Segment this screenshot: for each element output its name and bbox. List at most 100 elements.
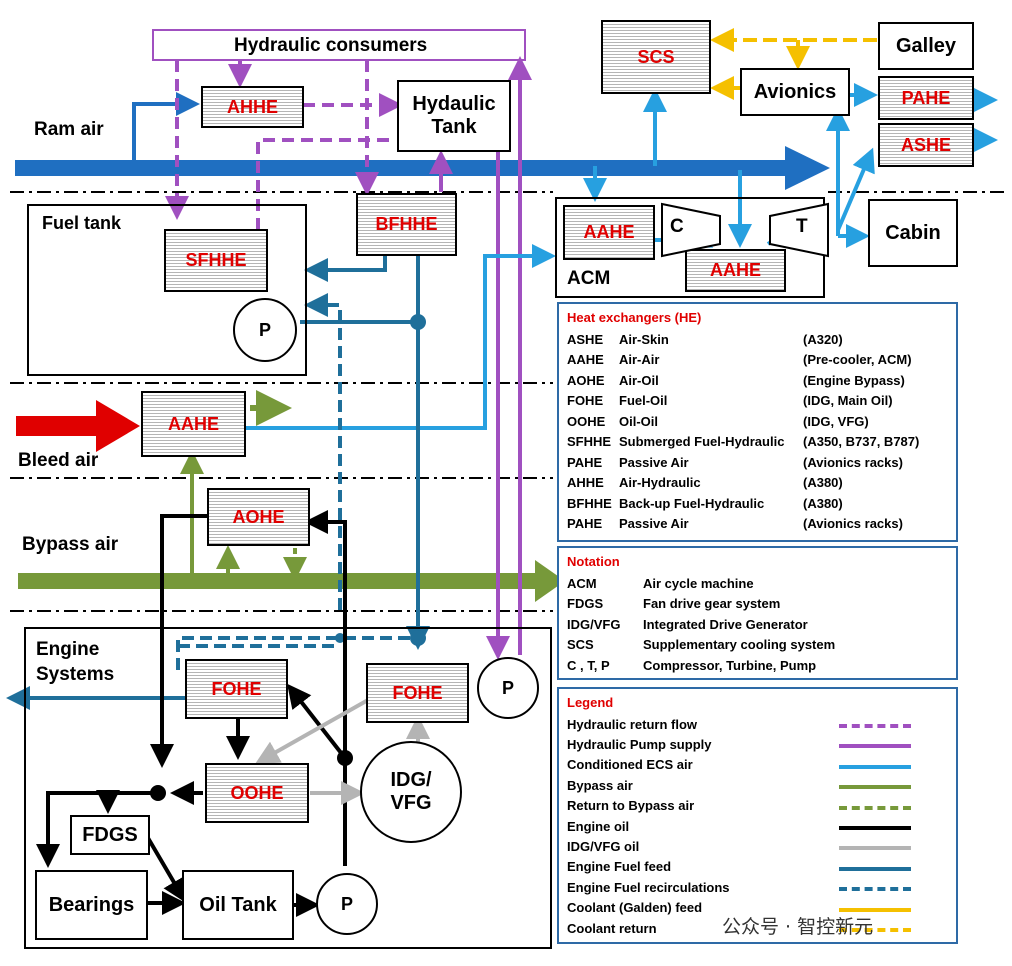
he-note: (A380) bbox=[803, 475, 843, 491]
he-name: Air-Air bbox=[619, 352, 660, 368]
hydraulic-tank: Hydaulic Tank bbox=[397, 80, 511, 152]
legend-row: Engine Fuel recirculations bbox=[559, 877, 956, 897]
legend-line-swatch bbox=[839, 846, 911, 851]
pahe-heat-exchanger: PAHE bbox=[878, 76, 974, 120]
legend-label: Engine oil bbox=[567, 818, 630, 834]
he-note: (A350, B737, B787) bbox=[803, 434, 920, 450]
ram-air-label: Ram air bbox=[34, 119, 104, 140]
notation-desc: Supplementary cooling system bbox=[643, 637, 836, 653]
fuel-tank-zone bbox=[27, 204, 307, 376]
he-code: PAHE bbox=[567, 516, 603, 532]
notation-desc: Compressor, Turbine, Pump bbox=[643, 657, 817, 673]
fohe-right: FOHE bbox=[366, 663, 469, 723]
fdgs-box: FDGS bbox=[70, 815, 150, 855]
notation-desc: Integrated Drive Generator bbox=[643, 616, 808, 632]
bearings-box: Bearings bbox=[35, 870, 148, 940]
aahe-acm-left: AAHE bbox=[563, 205, 655, 260]
scs-heat-exchanger: SCS bbox=[601, 20, 711, 94]
sfhhe-heat-exchanger: SFHHE bbox=[164, 229, 268, 292]
fuel-tank-pump: P bbox=[233, 298, 297, 362]
compressor-shape bbox=[661, 202, 721, 258]
he-name: Air-Skin bbox=[619, 331, 669, 347]
legend-row: Coolant (Galden) feed bbox=[559, 898, 956, 918]
he-name: Back-up Fuel-Hydraulic bbox=[619, 495, 765, 511]
engine-systems-zone bbox=[24, 627, 552, 949]
legend-label: Bypass air bbox=[567, 777, 633, 793]
aahe-bleed: AAHE bbox=[141, 391, 246, 457]
notation-desc: Fan drive gear system bbox=[643, 596, 781, 612]
he-code: BFHHE bbox=[567, 495, 612, 511]
he-note: (Avionics racks) bbox=[803, 454, 903, 470]
ahhe-heat-exchanger: AHHE bbox=[201, 86, 304, 128]
he-row: PAHE Passive Air (Avionics racks) bbox=[559, 452, 956, 473]
legend-line-swatch bbox=[839, 744, 911, 749]
legend-row: Bypass air bbox=[559, 775, 956, 795]
galley-box: Galley bbox=[878, 22, 974, 70]
legend-label: Hydraulic return flow bbox=[567, 716, 698, 732]
legend-row: IDG/VFG oil bbox=[559, 836, 956, 856]
he-name: Fuel-Oil bbox=[619, 393, 668, 409]
bleed-air-label: Bleed air bbox=[18, 450, 99, 471]
he-note: (IDG, Main Oil) bbox=[803, 393, 893, 409]
he-code: FOHE bbox=[567, 393, 604, 409]
fohe-left: FOHE bbox=[185, 659, 288, 719]
compressor-label: C bbox=[670, 216, 684, 237]
fuel-tank-label: Fuel tank bbox=[42, 213, 122, 233]
he-name: Air-Hydraulic bbox=[619, 475, 701, 491]
notation-desc: Air cycle machine bbox=[643, 575, 754, 591]
legend-row: Return to Bypass air bbox=[559, 796, 956, 816]
legend-line-swatch bbox=[839, 927, 911, 932]
he-note: (Engine Bypass) bbox=[803, 372, 905, 388]
legend-label: Engine Fuel recirculations bbox=[567, 879, 730, 895]
notation-code: FDGS bbox=[567, 596, 604, 612]
he-note: (Pre-cooler, ACM) bbox=[803, 352, 912, 368]
oohe-heat-exchanger: OOHE bbox=[205, 763, 309, 823]
legend-line-swatch bbox=[839, 724, 911, 728]
notation-code: ACM bbox=[567, 575, 597, 591]
legend-label: Engine Fuel feed bbox=[567, 859, 672, 875]
legend-label: Coolant return bbox=[567, 920, 657, 936]
notation-code: IDG/VFG bbox=[567, 616, 621, 632]
idg-vfg-circle: IDG/ VFG bbox=[360, 741, 462, 843]
legend-row: Hydraulic return flow bbox=[559, 714, 956, 734]
he-code: AHHE bbox=[567, 475, 604, 491]
legend-row: Engine oil bbox=[559, 816, 956, 836]
aahe-acm-right: AAHE bbox=[685, 249, 786, 292]
aohe-heat-exchanger: AOHE bbox=[207, 488, 310, 546]
he-row: FOHE Fuel-Oil (IDG, Main Oil) bbox=[559, 391, 956, 412]
he-name: Passive Air bbox=[619, 454, 689, 470]
he-code: PAHE bbox=[567, 454, 603, 470]
legend-row: Engine Fuel feed bbox=[559, 857, 956, 877]
legend-panel-title: Legend bbox=[567, 695, 614, 710]
he-code: AAHE bbox=[567, 352, 604, 368]
legend-row: Hydraulic Pump supply bbox=[559, 734, 956, 754]
he-code: ASHE bbox=[567, 331, 604, 347]
he-name: Submerged Fuel-Hydraulic bbox=[619, 434, 785, 450]
he-name: Air-Oil bbox=[619, 372, 659, 388]
ashe-heat-exchanger: ASHE bbox=[878, 123, 974, 167]
he-panel-title: Heat exchangers (HE) bbox=[567, 310, 702, 325]
engine-systems-label: Engine Systems bbox=[36, 639, 115, 685]
he-row: AHHE Air-Hydraulic (A380) bbox=[559, 473, 956, 494]
notation-row: IDG/VFG Integrated Drive Generator bbox=[559, 614, 956, 635]
he-note: (IDG, VFG) bbox=[803, 413, 869, 429]
legend-label: Coolant (Galden) feed bbox=[567, 900, 703, 916]
he-code: OOHE bbox=[567, 413, 606, 429]
acm-label: ACM bbox=[567, 268, 611, 289]
bypass-air-label: Bypass air bbox=[22, 534, 119, 555]
legend-line-swatch bbox=[839, 887, 911, 892]
legend-line-swatch bbox=[839, 764, 911, 769]
legend-line-swatch bbox=[839, 785, 911, 790]
legend-label: Return to Bypass air bbox=[567, 798, 695, 814]
